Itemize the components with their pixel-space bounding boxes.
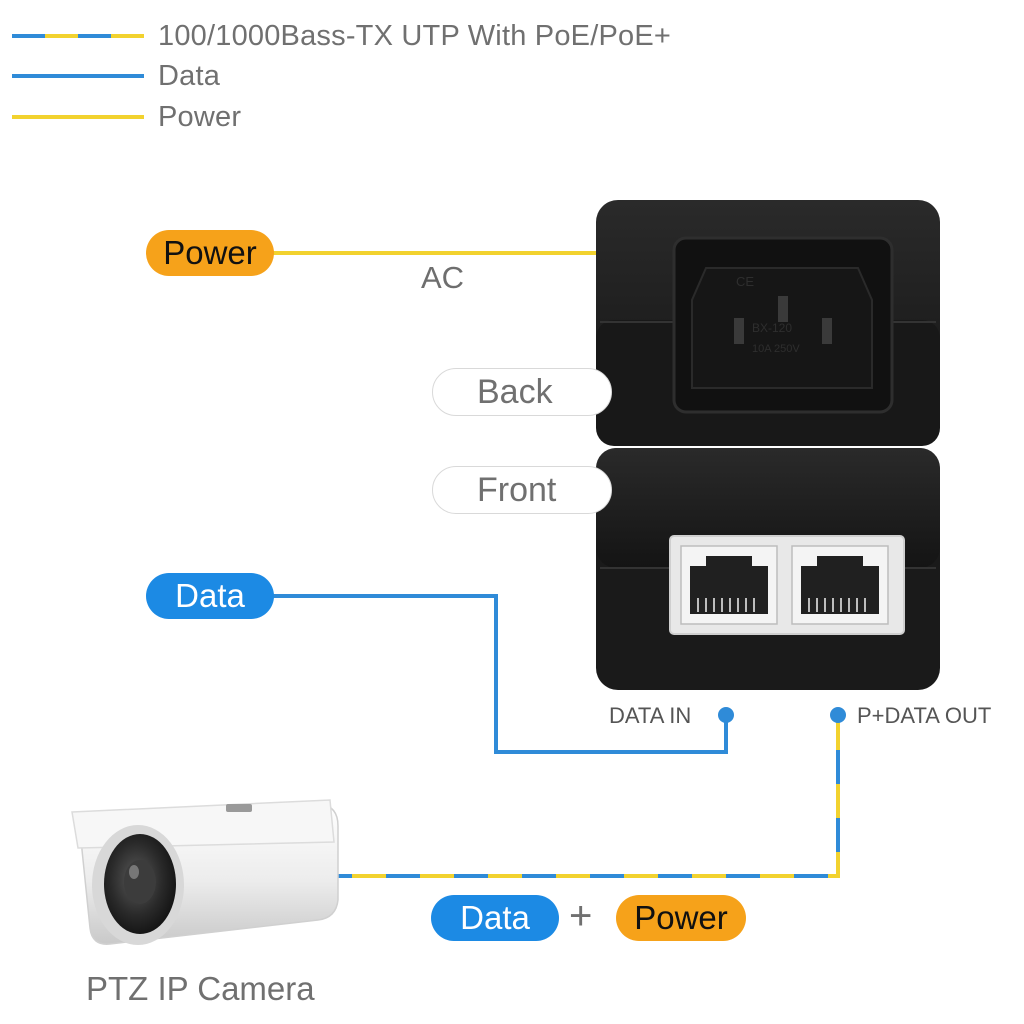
data-in-label: DATA IN (609, 703, 692, 728)
svg-text:10A 250V: 10A 250V (752, 343, 800, 355)
poe-wire (334, 707, 846, 878)
poe-injector-icon: CE BX-120 10A 250V (596, 200, 940, 690)
pdata-out-label: P+DATA OUT (857, 703, 992, 728)
power-tag: Power (146, 230, 274, 276)
ac-socket-icon: CE BX-120 10A 250V (672, 236, 894, 414)
legend-item-power: Power (12, 101, 241, 133)
camera-label: PTZ IP Camera (86, 970, 315, 1007)
legend-item-utp: 100/1000Bass-TX UTP With PoE/PoE+ (12, 20, 671, 52)
data-tag: Data (146, 573, 274, 619)
front-tag: Front (432, 466, 612, 514)
plus-sign: + (569, 894, 593, 938)
legend-label: Power (158, 100, 242, 133)
bottom-power-tag: Power (616, 895, 746, 941)
ac-label: AC (421, 260, 465, 295)
bottom-data-tag: Data (431, 895, 559, 941)
svg-text:BX-120: BX-120 (752, 321, 792, 335)
bullet-camera-icon (71, 799, 339, 945)
rj45-port-icon (680, 545, 778, 625)
legend-label: 100/1000Bass-TX UTP With PoE/PoE+ (158, 19, 672, 52)
svg-text:CE: CE (736, 274, 754, 289)
back-tag: Back (432, 368, 612, 416)
legend-swatch-data (12, 74, 144, 78)
legend-label: Data (158, 59, 221, 92)
legend-swatch-power (12, 115, 144, 119)
data-wire (272, 594, 734, 754)
rj45-port-icon (791, 545, 889, 625)
legend-swatch-mixed (12, 34, 144, 38)
legend-item-data: Data (12, 60, 220, 92)
